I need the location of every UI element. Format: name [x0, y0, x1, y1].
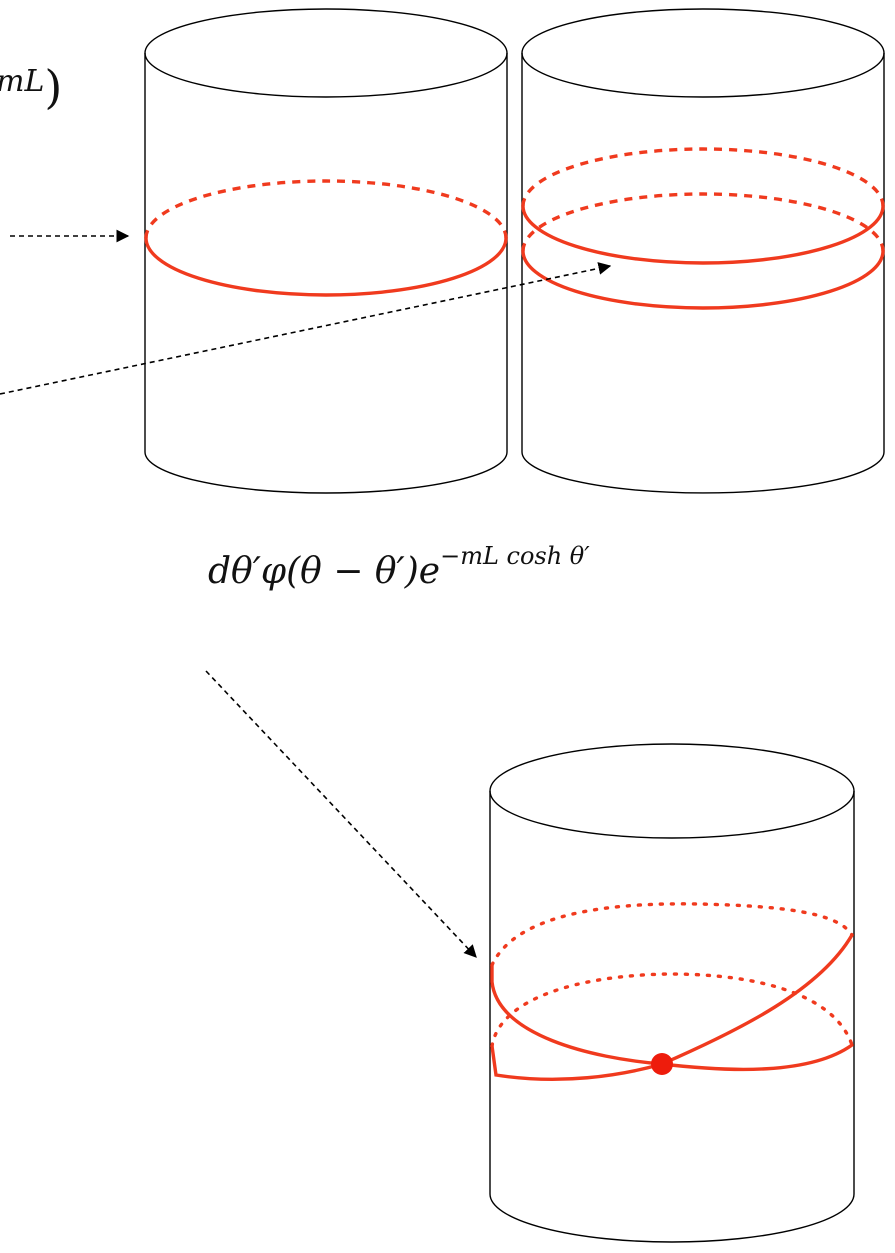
cylinder-right-body — [521, 53, 885, 494]
double-winding-loops — [521, 147, 885, 310]
formula-top-fragment: mL) — [0, 60, 62, 114]
double-loop-upper-back — [521, 147, 885, 207]
twisted-winding-loop — [490, 902, 854, 1081]
single-loop-front — [144, 236, 508, 297]
formula-integral-prefix: dθ′φ(θ − θ′)e — [208, 551, 441, 592]
cylinder-left-body — [144, 53, 508, 494]
cylinder-bottom-body — [489, 791, 855, 1243]
double-loop-lower-front — [521, 249, 885, 310]
cylinder-right — [521, 8, 885, 494]
formula-integral-tail: dθ′φ(θ − θ′)e−mL cosh θ′ — [208, 542, 590, 592]
arrow-to-double-loop — [0, 262, 612, 395]
single-loop-back — [144, 179, 508, 239]
formula-top-exponent: mL — [0, 64, 45, 99]
cylinder-left-top-rim — [144, 8, 508, 98]
formula-integral-exponent: −mL cosh θ′ — [440, 542, 590, 570]
cylinder-left — [144, 8, 508, 494]
formula-top-paren: ) — [44, 60, 63, 114]
cylinder-bottom — [489, 743, 855, 1243]
twisted-loop-upper-back — [490, 902, 854, 967]
twisted-loop-upper-front — [490, 933, 854, 1066]
single-winding-loop — [144, 179, 508, 297]
double-loop-upper-front — [521, 204, 885, 265]
cylinder-right-top-rim — [521, 8, 885, 98]
double-loop-lower-back — [521, 192, 885, 252]
crossing-point — [651, 1053, 673, 1075]
arrow-to-twisted-loop — [205, 670, 477, 958]
cylinder-bottom-top-rim — [489, 743, 855, 839]
twisted-loop-lower-back — [490, 972, 854, 1048]
